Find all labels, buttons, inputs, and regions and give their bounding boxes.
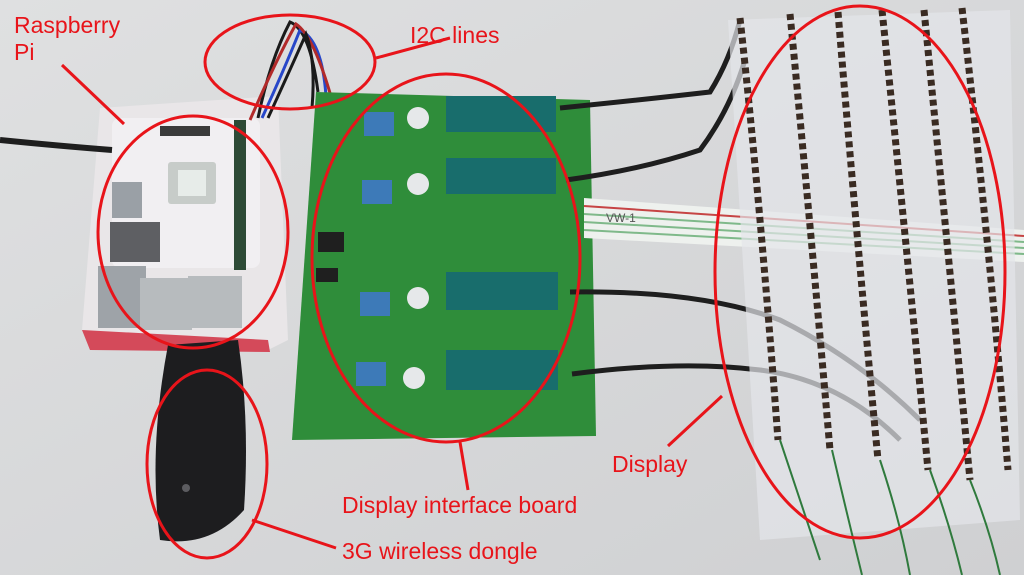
display-interface-board-label: Display interface board [342,492,578,518]
display-label: Display [612,451,688,477]
annotation-lines [60,36,724,550]
display-ellipse [713,4,1007,540]
led-strip-display [728,7,1020,575]
raspberry-pi-ellipse [96,114,290,350]
wireless-dongle-label: 3G wireless dongle [342,538,538,564]
raspberry-pi-case [82,96,288,352]
raspberry-pi-pointer [60,63,126,126]
i2c-wires [248,20,334,121]
dongle-ellipse [145,368,269,560]
raspberry-pi-label: Raspberry Pi [14,12,121,65]
annotation-ellipses [96,4,1007,560]
display-pointer [666,394,724,448]
cable-print: VW-1 [606,211,636,225]
dongle-pointer [251,518,337,550]
i2c-lines-label: I2C lines [410,22,500,48]
interface-board [292,92,596,440]
wireless-dongle [155,340,246,542]
i2c-lines-ellipse [203,13,377,111]
power-cable [0,137,113,153]
interface-board-pointer [458,441,470,491]
interface-board-ellipse [310,72,582,444]
i2c-lines-pointer [375,36,451,60]
